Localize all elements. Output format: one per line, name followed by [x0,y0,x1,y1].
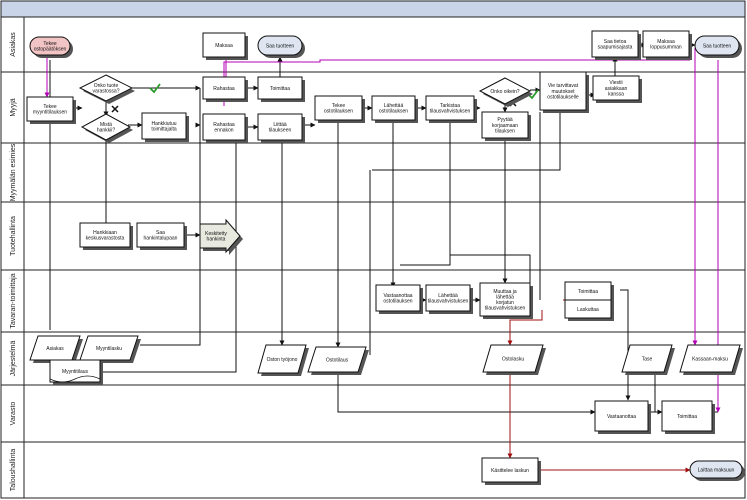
shape-label: Käsittelee laskun [491,468,529,474]
lane-label: Myyjä [10,98,17,116]
saa-tuotteen-1-shape: Saa tuotteen [257,35,305,58]
shape-label: Myyntitilaus [62,369,89,375]
shape-label: Ostolasku [502,356,524,362]
lane-label: Taloushallinta [10,449,17,492]
shape-label: Rahastaa [213,86,235,92]
lane-label: Asiakas [10,32,17,57]
toimittaa-2-shape: Toimittaa [564,281,614,303]
kassaan-maksu-shape: Kassaan-maksu [679,344,743,375]
ostotilaus-shape: Ostotilaus [307,346,369,375]
maksaa-shape: Maksaa [202,32,248,60]
toimittaa-3-shape: Toimittaa [661,400,715,434]
shape-label: Tase [642,356,653,362]
shape-label: Laskuttaa [577,307,599,313]
shape-label: Toimittaa [270,86,290,92]
kasittelee-laskun-shape: Käsittelee laskun [481,457,541,485]
lane-label: Tavaran-toimittaja [10,273,17,328]
shape-label: Maksaa [215,43,233,49]
onko-ok-shape: Onko oikein? [478,77,533,107]
toimittaa-1-shape: Toimittaa [257,76,305,102]
lane-label: Tuotehallinta [10,216,17,256]
asiakas-doc-shape: Asiakas [29,335,83,363]
lane-label: Järjestelmä [10,341,17,377]
saa-tuotteen-2-shape: Saa tuotteen [694,35,742,58]
oston-tyojono-shape: Oston työjono [257,344,309,376]
rahastaa-shape: Rahastaa [202,76,248,102]
lane-label: Varasto [10,402,17,426]
myyntilasku-shape: Myyntilasku [79,335,141,363]
laittaa-maksuun-shape: Laittaa maksuun [689,460,745,481]
shape-label: Myyntilasku [96,346,122,352]
myyntitilaus-shape: Myyntitilaus [49,359,103,385]
shape-label: Toimittaa [677,414,697,420]
diagram-header-bar [0,0,746,18]
check-icon [149,83,161,94]
shape-label: Vastaanottaa [607,414,636,420]
shape-label: Saa tuotteen [703,43,732,49]
shape-label: Kassaan-maksu [692,356,728,362]
shape-label: Saa tuotteen [266,43,295,49]
tase-shape: Tase [621,344,675,375]
vastaanottaa-shape: Vastaanottaa [594,400,651,434]
laskuttaa-shape: Laskuttaa [564,299,614,321]
shape-label: Oston työjono [267,357,298,363]
lane-label: Myymälän esimies [10,143,17,201]
shape-label: Onko oikein? [490,89,519,95]
shape-label: Ostotilaus [326,357,349,363]
shape-label: Laittaa maksuun [698,467,735,473]
shape-label: Toimittaa [578,289,598,295]
x-mark-icon [111,105,119,113]
ostolasku-shape: Ostolasku [482,344,546,375]
shape-label: Asiakas [46,346,64,352]
